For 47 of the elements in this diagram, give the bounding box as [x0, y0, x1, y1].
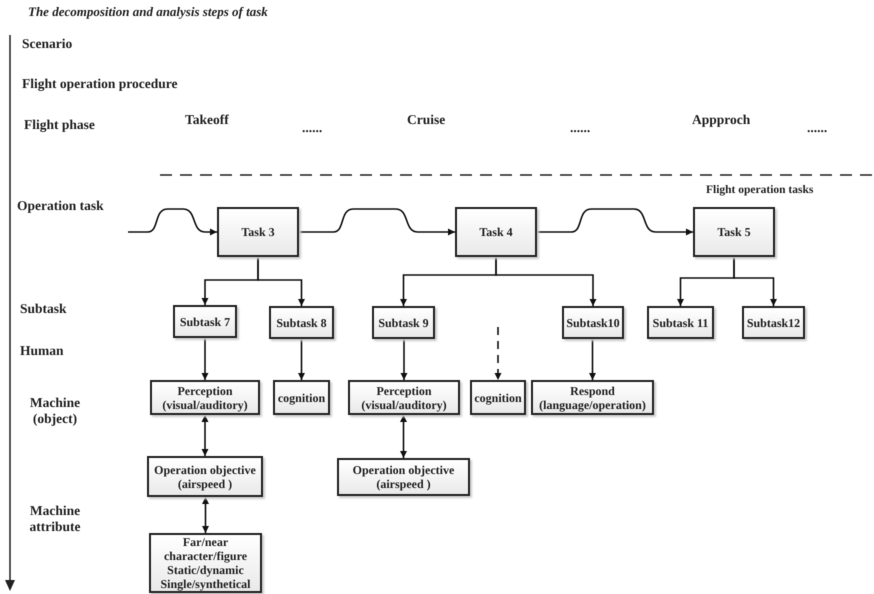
- process-box: Subtask 9: [372, 306, 435, 339]
- process-box: Perception (visual/auditory): [348, 380, 460, 415]
- process-box: Task 4: [455, 207, 537, 257]
- arrow: [128, 208, 217, 236]
- row-label: Scenario: [22, 36, 72, 52]
- diagram-title: The decomposition and analysis steps of task: [28, 4, 268, 20]
- arrow: [589, 339, 596, 380]
- row-label: Subtask: [20, 301, 67, 317]
- process-box: Subtask 8: [269, 306, 334, 339]
- row-label: Operation task: [17, 198, 104, 214]
- row-label: Flight phase: [24, 117, 95, 133]
- process-box: cognition: [470, 380, 526, 415]
- arrow: [400, 339, 408, 380]
- process-box: Task 5: [693, 207, 775, 257]
- row-label: ......: [570, 120, 590, 136]
- row-label: Flight operation procedure: [22, 76, 178, 92]
- row-label: Flight operation tasks: [706, 183, 814, 198]
- arrow: [537, 208, 693, 236]
- process-box: Task 3: [217, 207, 299, 257]
- arrow: [299, 208, 455, 236]
- row-label: Appproch: [692, 112, 750, 128]
- process-box: Far/near character/figure Static/dynamic Single/synthetical: [149, 533, 262, 593]
- arrow: [202, 497, 209, 533]
- process-box: Respond (language/operation): [531, 380, 654, 415]
- arrow: [257, 257, 305, 306]
- arrow: [202, 415, 208, 456]
- row-label: ......: [807, 120, 828, 136]
- row-label: Machine (object): [28, 395, 82, 427]
- process-box: Subtask 11: [647, 306, 714, 339]
- process-box: Subtask10: [562, 306, 624, 339]
- arrow: [494, 327, 502, 380]
- arrow: [202, 338, 208, 380]
- process-box: Perception (visual/auditory): [150, 380, 260, 415]
- process-box: Operation objective (airspeed ): [147, 456, 263, 497]
- row-label: ......: [302, 120, 322, 136]
- arrow: [495, 257, 596, 306]
- row-label: Machine attribute: [28, 503, 82, 535]
- row-label: Cruise: [407, 112, 446, 128]
- arrow: [733, 257, 777, 306]
- arrow: [400, 415, 407, 458]
- row-label: Human: [20, 343, 64, 359]
- process-box: cognition: [273, 380, 330, 415]
- arrow: [298, 339, 305, 380]
- row-label: Takeoff: [185, 112, 229, 128]
- process-box: Subtask12: [742, 306, 805, 339]
- process-box: Subtask 7: [173, 305, 237, 338]
- process-box: Operation objective (airspeed ): [337, 458, 470, 496]
